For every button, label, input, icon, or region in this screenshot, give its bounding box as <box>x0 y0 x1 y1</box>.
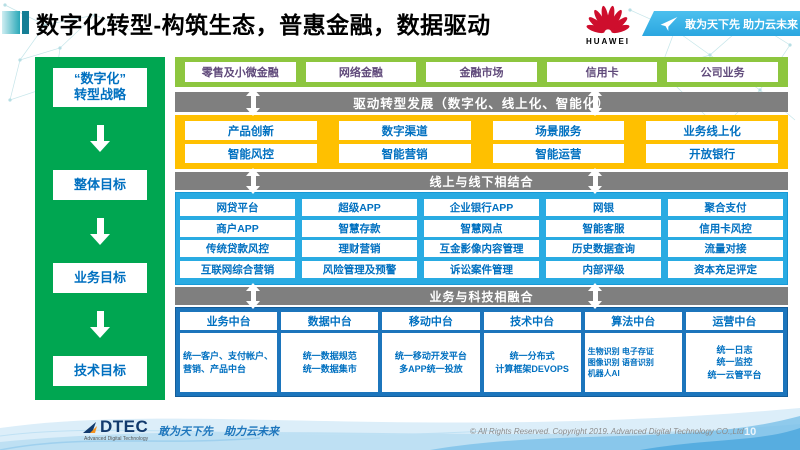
sidebar-item-tech-goal: 技术目标 <box>53 355 147 386</box>
bar-online-offline-label: 线上与线下相结合 <box>429 174 534 189</box>
page-number: 10 <box>744 426 757 438</box>
huawei-logo: HUAWEI <box>578 2 638 46</box>
capability-item: 智能风控 <box>185 144 317 163</box>
business-line-item: 信用卡 <box>546 62 658 82</box>
application-item: 历史数据查询 <box>546 240 661 258</box>
updown-arrow-icon <box>245 88 261 116</box>
platform-column-algorithm: 算法中台 生物识别 电子存证 图像识别 语音识别 机器人AI <box>584 312 682 392</box>
bar-drive-transformation: 驱动转型发展（数字化、线上化、智能化） <box>175 88 788 116</box>
application-item: 超级APP <box>302 199 417 217</box>
paper-plane-icon <box>660 16 678 31</box>
platform-section: 业务中台 统一客户、支付帐户、营销、产品中台 数据中台 统一数据规范 统一数据集… <box>175 307 788 397</box>
business-line-item: 金融市场 <box>426 62 537 82</box>
application-item: 资本充足评定 <box>668 260 783 278</box>
application-item: 智能客服 <box>546 219 661 237</box>
title-accent-bar-dark <box>22 11 29 34</box>
bar-tech-fusion: 业务与科技相融合 <box>175 283 788 309</box>
application-item: 信用卡风控 <box>668 219 783 237</box>
platform-title: 业务中台 <box>180 312 278 330</box>
page-title: 数字化转型-构筑生态，普惠金融，数据驱动 <box>36 12 491 38</box>
title-accent-bar <box>2 11 20 34</box>
platform-column-mobile: 移动中台 统一移动开发平台 多APP统一投放 <box>382 312 480 392</box>
capability-item: 开放银行 <box>646 144 778 163</box>
application-row-4: 互联网综合营销 风险管理及预警 诉讼案件管理 内部评级 资本充足评定 <box>180 260 783 278</box>
business-line-item: 网络金融 <box>305 62 417 82</box>
adtec-subtitle: Advanced Digital Technology <box>84 436 149 442</box>
down-arrow-icon <box>90 310 110 338</box>
application-item: 聚合支付 <box>668 199 783 217</box>
application-row-1: 网贷平台 超级APP 企业银行APP 网银 聚合支付 <box>180 199 783 217</box>
platform-title: 算法中台 <box>584 312 682 330</box>
application-item: 诉讼案件管理 <box>424 260 539 278</box>
updown-arrow-icon <box>245 168 261 194</box>
updown-arrow-icon <box>245 283 261 309</box>
slogan-banner: 敢为天下先 助力云未来 <box>642 11 800 36</box>
application-item: 理财营销 <box>302 240 417 258</box>
application-item: 智慧存款 <box>302 219 417 237</box>
huawei-wordmark: HUAWEI <box>586 37 630 46</box>
bar-drive-label: 驱动转型发展（数字化、线上化、智能化） <box>353 96 610 111</box>
capability-item: 智能运营 <box>492 144 625 163</box>
capability-item: 产品创新 <box>185 121 317 140</box>
main-diagram: 零售及小微金融 网络金融 金融市场 信用卡 公司业务 驱动转型发展（数字化、线上… <box>175 57 788 397</box>
platform-column-data: 数据中台 统一数据规范 统一数据集市 <box>281 312 379 392</box>
updown-arrow-icon <box>587 168 603 194</box>
application-row-3: 传统贷款风控 理财营销 互金影像内容管理 历史数据查询 流量对接 <box>180 240 783 258</box>
down-arrow-icon <box>90 217 110 245</box>
platform-title: 运营中台 <box>685 312 784 330</box>
huawei-flower-icon <box>586 5 630 34</box>
application-item: 网银 <box>546 199 661 217</box>
application-item: 内部评级 <box>546 260 661 278</box>
adtec-wordmark: DTEC <box>100 417 149 436</box>
application-item: 传统贷款风控 <box>180 240 295 258</box>
copyright-text: © All Rights Reserved. Copyright 2019. A… <box>470 427 744 436</box>
capability-item: 场景服务 <box>492 121 625 140</box>
platform-title: 数据中台 <box>281 312 379 330</box>
sidebar-item-overall-goal: 整体目标 <box>53 169 147 200</box>
platform-column-tech: 技术中台 统一分布式 计算框架DEVOPS <box>483 312 581 392</box>
down-arrow-icon <box>90 124 110 152</box>
adtec-logo: DTEC <box>82 418 148 435</box>
platform-content: 统一数据规范 统一数据集市 <box>281 333 379 392</box>
application-section: 网贷平台 超级APP 企业银行APP 网银 聚合支付 商户APP 智慧存款 智慧… <box>175 192 788 285</box>
application-item: 网贷平台 <box>180 199 295 217</box>
footer-slogan: 敢为天下先 助力云未来 <box>158 426 279 438</box>
platform-content: 统一日志 统一监控 统一云管平台 <box>685 333 784 392</box>
bar-tech-fusion-label: 业务与科技相融合 <box>429 289 534 304</box>
bar-online-offline: 线上与线下相结合 <box>175 168 788 194</box>
capability-item: 智能营销 <box>338 144 471 163</box>
application-item: 互联网综合营销 <box>180 260 295 278</box>
platform-title: 技术中台 <box>483 312 581 330</box>
platform-column-operation: 运营中台 统一日志 统一监控 统一云管平台 <box>685 312 784 392</box>
application-item: 企业银行APP <box>424 199 539 217</box>
adtec-arrow-icon <box>83 422 97 433</box>
sidebar-item-strategy: “数字化” 转型战略 <box>53 68 147 107</box>
business-line-item: 公司业务 <box>667 62 778 82</box>
capability-row-1: 产品创新 数字渠道 场景服务 业务线上化 <box>185 121 778 140</box>
updown-arrow-icon <box>587 283 603 309</box>
capability-item: 业务线上化 <box>646 121 778 140</box>
business-line-item: 零售及小微金融 <box>185 62 296 82</box>
platform-content: 统一分布式 计算框架DEVOPS <box>483 333 581 392</box>
sidebar-item-business-goal: 业务目标 <box>53 262 147 293</box>
business-lines-row: 零售及小微金融 网络金融 金融市场 信用卡 公司业务 <box>175 57 788 87</box>
footer-wave-decoration <box>0 408 800 450</box>
application-item: 互金影像内容管理 <box>424 240 539 258</box>
capability-item: 数字渠道 <box>338 121 471 140</box>
application-item: 商户APP <box>180 219 295 237</box>
application-item: 流量对接 <box>668 240 783 258</box>
platform-content: 统一移动开发平台 多APP统一投放 <box>382 333 480 392</box>
strategy-sidebar: “数字化” 转型战略 整体目标 业务目标 技术目标 <box>35 57 165 400</box>
capability-section: 产品创新 数字渠道 场景服务 业务线上化 智能风控 智能营销 智能运营 开放银行 <box>175 115 788 169</box>
application-item: 智慧网点 <box>424 219 539 237</box>
updown-arrow-icon <box>587 88 603 116</box>
platform-content: 统一客户、支付帐户、营销、产品中台 <box>180 333 278 392</box>
platform-title: 移动中台 <box>382 312 480 330</box>
platform-content: 生物识别 电子存证 图像识别 语音识别 机器人AI <box>584 333 682 392</box>
application-row-2: 商户APP 智慧存款 智慧网点 智能客服 信用卡风控 <box>180 219 783 237</box>
capability-row-2: 智能风控 智能营销 智能运营 开放银行 <box>185 144 778 163</box>
application-item: 风险管理及预警 <box>302 260 417 278</box>
platform-column-business: 业务中台 统一客户、支付帐户、营销、产品中台 <box>180 312 278 392</box>
banner-slogan: 敢为天下先 助力云未来 <box>685 18 799 31</box>
